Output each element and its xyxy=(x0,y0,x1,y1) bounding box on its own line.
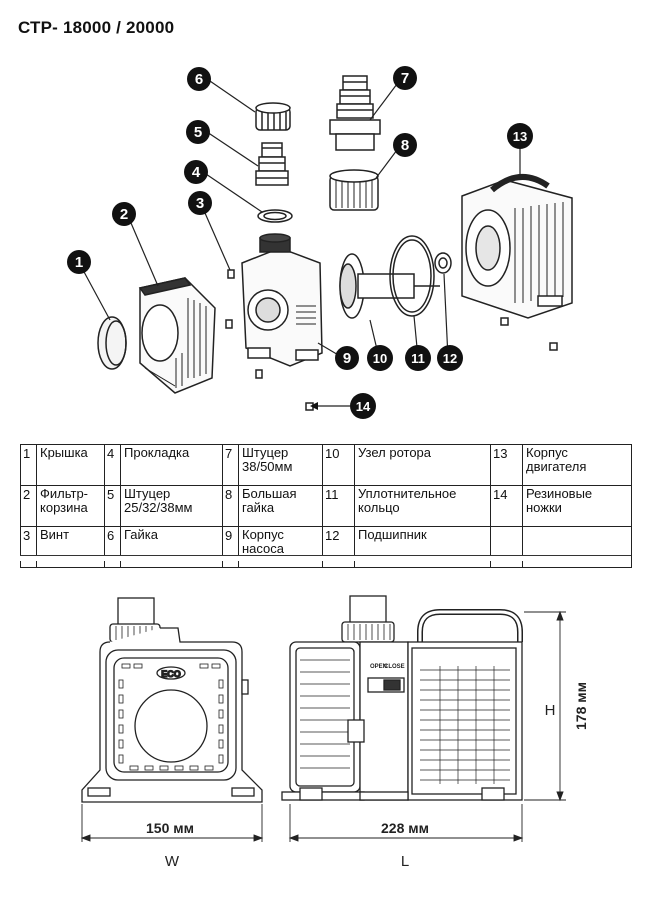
exploded-view-diagram: 1 2 3 4 5 6 7 8 9 10 11 12 13 14 xyxy=(67,66,573,419)
part-name: Крышка xyxy=(36,444,105,486)
part-name: Уплотнительное кольцо xyxy=(354,485,491,527)
svg-text:5: 5 xyxy=(194,124,202,141)
part-gasket xyxy=(257,209,293,223)
dimension-drawings: ECO xyxy=(80,595,589,870)
part-nut xyxy=(255,102,291,131)
table-row: 1 Крышка 4 Прокладка 7 Штуцер 38/50мм 10… xyxy=(20,444,632,486)
part-number: 12 xyxy=(322,526,355,568)
length-value: 228 мм xyxy=(381,820,429,836)
callout-badges: 1 2 3 4 5 6 7 8 9 10 11 12 13 14 xyxy=(67,66,533,419)
part-number: 5 xyxy=(104,485,121,527)
part-name: Фильтр-корзина xyxy=(36,485,105,527)
part-number: 4 xyxy=(104,444,121,486)
callout-14: 14 xyxy=(350,393,376,419)
part-number: 8 xyxy=(222,485,239,527)
table-row: 3 Винт 6 Гайка 9 Корпус насоса 12 Подшип… xyxy=(20,526,632,568)
callout-7: 7 xyxy=(393,66,417,90)
svg-text:7: 7 xyxy=(401,70,409,87)
callout-11: 11 xyxy=(405,345,431,371)
svg-text:1: 1 xyxy=(75,254,83,271)
part-name: Корпус насоса xyxy=(238,526,323,568)
svg-text:2: 2 xyxy=(120,206,128,223)
table-row: 2 Фильтр-корзина 5 Штуцер 25/32/38мм 8 Б… xyxy=(20,485,632,527)
svg-text:6: 6 xyxy=(195,71,203,88)
part-name: Большая гайка xyxy=(238,485,323,527)
part-number: 11 xyxy=(322,485,355,527)
eco-logo: ECO xyxy=(161,669,181,679)
part-name: Гайка xyxy=(120,526,223,568)
part-number: 10 xyxy=(322,444,355,486)
part-filter-basket xyxy=(138,277,216,394)
part-number xyxy=(490,526,523,568)
part-number: 1 xyxy=(20,444,37,486)
callout-5: 5 xyxy=(186,120,210,144)
callout-8: 8 xyxy=(393,133,417,157)
part-cover xyxy=(97,316,127,370)
callout-2: 2 xyxy=(112,202,136,226)
callout-6: 6 xyxy=(187,67,211,91)
part-rotor-assembly xyxy=(339,253,440,319)
part-o-ring xyxy=(389,235,435,317)
svg-text:9: 9 xyxy=(343,350,351,367)
part-name: Корпус двигателя xyxy=(522,444,632,486)
part-number: 9 xyxy=(222,526,239,568)
callout-1: 1 xyxy=(67,250,91,274)
part-name: Узел ротора xyxy=(354,444,491,486)
part-name: Штуцер 38/50мм xyxy=(238,444,323,486)
part-bearing xyxy=(434,252,452,274)
part-name: Резиновые ножки xyxy=(522,485,632,527)
part-number: 6 xyxy=(104,526,121,568)
callout-12: 12 xyxy=(437,345,463,371)
width-dimension xyxy=(80,804,264,842)
side-view xyxy=(281,595,523,801)
part-pump-housing xyxy=(241,233,323,367)
svg-text:4: 4 xyxy=(192,164,201,181)
close-label: CLOSE xyxy=(384,664,405,670)
callout-3: 3 xyxy=(188,191,212,215)
part-name: Штуцер 25/32/38мм xyxy=(120,485,223,527)
part-screws xyxy=(225,269,263,379)
height-value: 178 мм xyxy=(573,682,589,730)
part-number: 13 xyxy=(490,444,523,486)
height-letter: H xyxy=(545,702,556,719)
part-large-nut xyxy=(329,169,379,211)
table-divider xyxy=(20,555,631,561)
callout-4: 4 xyxy=(184,160,208,184)
page-title: СТР- 18000 / 20000 xyxy=(18,18,175,37)
part-number: 7 xyxy=(222,444,239,486)
open-label: OPEN xyxy=(370,664,387,670)
part-motor-housing xyxy=(461,173,573,319)
svg-text:11: 11 xyxy=(411,351,425,366)
part-name xyxy=(522,526,632,568)
callout-9: 9 xyxy=(335,346,359,370)
part-fitting-large xyxy=(329,75,381,151)
svg-text:13: 13 xyxy=(513,129,527,144)
height-dimension xyxy=(524,610,566,802)
front-view: ECO xyxy=(81,597,263,803)
part-number: 3 xyxy=(20,526,37,568)
length-letter: L xyxy=(401,853,409,870)
part-name: Прокладка xyxy=(120,444,223,486)
part-name: Винт xyxy=(36,526,105,568)
callout-13: 13 xyxy=(507,123,533,149)
part-fitting-small xyxy=(255,142,289,186)
part-name: Подшипник xyxy=(354,526,491,568)
length-dimension xyxy=(288,804,524,842)
callout-10: 10 xyxy=(367,345,393,371)
svg-text:12: 12 xyxy=(443,351,457,366)
part-number: 2 xyxy=(20,485,37,527)
svg-text:10: 10 xyxy=(373,351,387,366)
svg-text:14: 14 xyxy=(356,399,371,414)
parts-table: 1 Крышка 4 Прокладка 7 Штуцер 38/50мм 10… xyxy=(20,444,632,568)
width-letter: W xyxy=(165,853,180,870)
svg-text:8: 8 xyxy=(401,137,409,154)
width-value: 150 мм xyxy=(146,820,194,836)
svg-text:3: 3 xyxy=(196,195,204,212)
part-number: 14 xyxy=(490,485,523,527)
